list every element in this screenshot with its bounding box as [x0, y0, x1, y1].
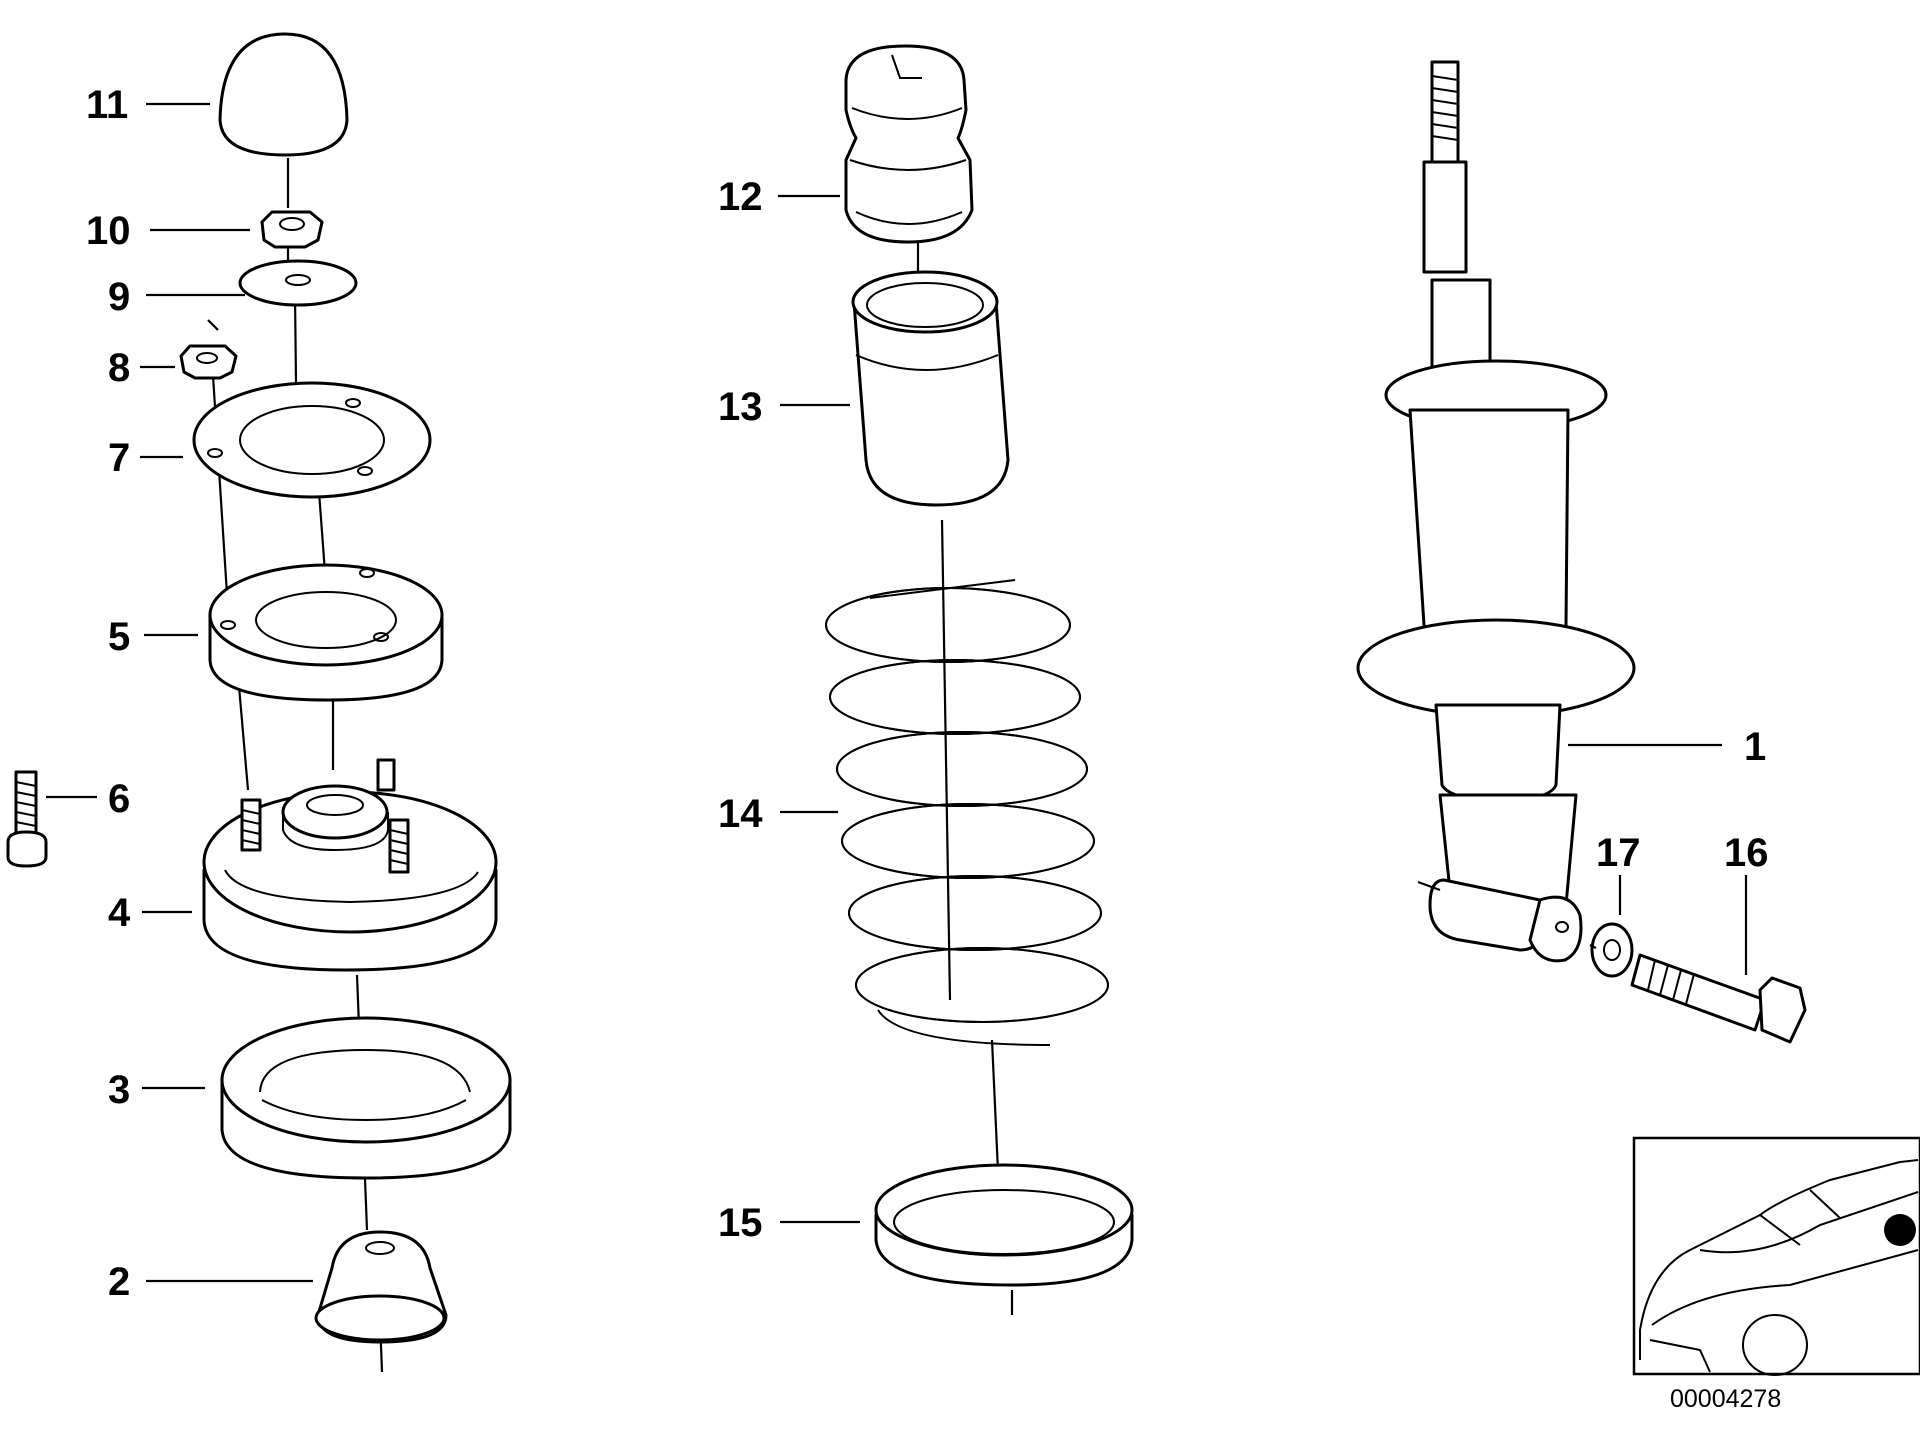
assembly-left-column	[6, 32, 512, 1373]
diagram-reference-number: 00004278	[1670, 1385, 1781, 1413]
callout-labels: 11 10 9 8 7 5 6 4 3 2 12 13 14 15 1 17 1…	[86, 83, 1769, 1304]
part-11-cap[interactable]	[218, 32, 349, 157]
callout-14[interactable]: 14	[718, 792, 763, 836]
part-1-shock-absorber[interactable]	[1356, 60, 1636, 963]
car-position-locator-icon	[1632, 1136, 1920, 1376]
part-9-washer[interactable]	[238, 259, 358, 307]
part-14-coil-spring[interactable]	[825, 579, 1109, 1046]
part-13-dust-tube[interactable]	[851, 270, 1010, 507]
part-6-bolt[interactable]	[6, 770, 48, 868]
callout-8[interactable]: 8	[108, 346, 130, 390]
part-4-upper-mount[interactable]	[202, 758, 498, 972]
part-12-buffer[interactable]	[844, 44, 974, 244]
callout-13[interactable]: 13	[718, 385, 763, 429]
callout-1[interactable]: 1	[1744, 725, 1766, 769]
part-10-nut[interactable]	[260, 210, 324, 249]
callout-17[interactable]: 17	[1596, 831, 1641, 875]
callout-7[interactable]: 7	[108, 436, 130, 480]
part-17-washer[interactable]	[1590, 922, 1634, 978]
callout-12[interactable]: 12	[718, 175, 763, 219]
callout-16[interactable]: 16	[1724, 831, 1769, 875]
callout-11[interactable]: 11	[86, 83, 128, 127]
part-16-bolt[interactable]	[1630, 953, 1807, 1044]
callout-3[interactable]: 3	[108, 1068, 130, 1112]
callout-10[interactable]: 10	[86, 209, 131, 253]
callout-4[interactable]: 4	[108, 891, 131, 935]
part-3-spring-seat[interactable]	[220, 1016, 512, 1180]
callout-9[interactable]: 9	[108, 275, 130, 319]
callout-15[interactable]: 15	[718, 1201, 763, 1245]
callout-leaders	[46, 102, 1748, 1283]
callout-5[interactable]: 5	[108, 615, 130, 659]
part-5-spacer-ring[interactable]	[208, 563, 444, 702]
callout-6[interactable]: 6	[108, 777, 130, 821]
callout-2[interactable]: 2	[108, 1260, 130, 1304]
locator-marker-dot	[1884, 1214, 1916, 1246]
part-8-nut[interactable]	[179, 344, 238, 380]
part-7-mounting-plate[interactable]	[192, 381, 432, 499]
part-15-spring-pad[interactable]	[874, 1163, 1134, 1287]
part-2-bump-stop[interactable]	[314, 1230, 448, 1344]
assembly-right-column	[1356, 60, 1807, 1044]
assembly-middle-column	[825, 44, 1134, 1315]
